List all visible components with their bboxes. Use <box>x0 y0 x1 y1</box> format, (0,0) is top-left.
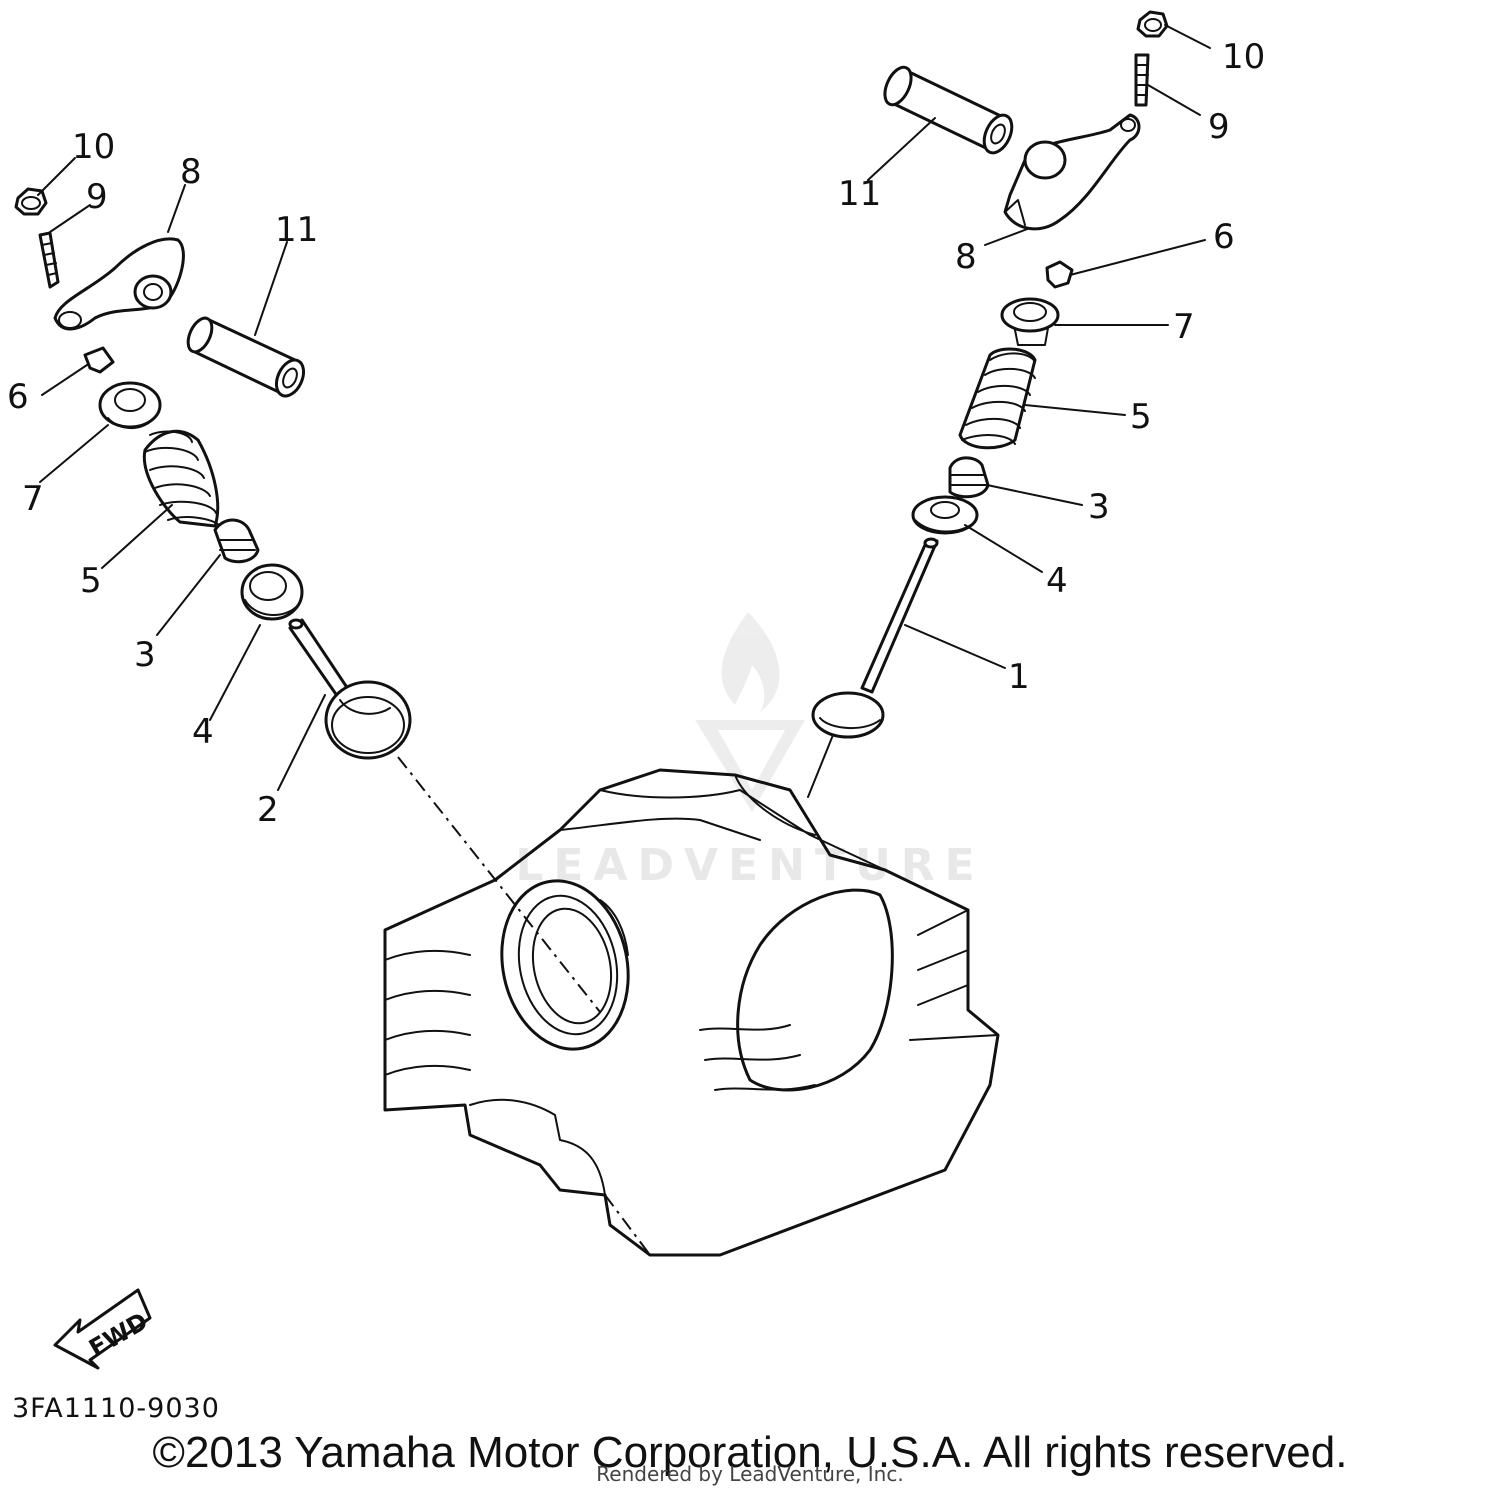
callout-left-9: 9 <box>86 177 108 217</box>
callout-numbers: 10 9 8 11 6 7 5 3 4 2 10 9 11 8 6 7 5 3 … <box>7 37 1265 830</box>
watermark-text: LEADVENTURE <box>515 840 984 891</box>
callout-right-3: 3 <box>1088 487 1110 527</box>
left-rocker-arm-8 <box>53 237 185 331</box>
leadventure-watermark: LEADVENTURE <box>515 612 984 891</box>
callout-right-10: 10 <box>1222 37 1265 77</box>
left-adjuster-9 <box>38 231 60 289</box>
callout-left-11: 11 <box>275 210 318 250</box>
drawing-code: 3FA1110-9030 <box>12 1393 220 1424</box>
left-shaft-11 <box>186 316 306 398</box>
callout-right-1: 1 <box>1008 657 1030 697</box>
cylinder-head <box>383 768 1000 1257</box>
right-valve-train <box>811 10 1211 739</box>
left-retainer-7 <box>98 381 162 429</box>
callout-right-5: 5 <box>1130 397 1152 437</box>
callout-right-6: 6 <box>1213 217 1235 257</box>
callout-right-7: 7 <box>1173 307 1195 347</box>
left-spring-5 <box>142 429 221 528</box>
callout-right-4: 4 <box>1046 561 1068 601</box>
callout-left-5: 5 <box>80 561 102 601</box>
left-valve-train <box>14 157 412 791</box>
right-adjuster-9 <box>1134 53 1150 107</box>
fwd-label: FWD <box>84 1307 152 1363</box>
callout-left-6: 6 <box>7 377 29 417</box>
callout-left-10: 10 <box>72 127 115 167</box>
right-retainer-7 <box>1000 297 1060 346</box>
callout-right-8: 8 <box>955 237 977 277</box>
left-valve-2 <box>288 618 412 760</box>
callout-left-2: 2 <box>257 790 279 830</box>
right-nut-10 <box>1136 10 1169 38</box>
assembly-lines <box>397 734 834 1013</box>
rendered-by-note: Rendered by LeadVenture, Inc. <box>596 1462 904 1486</box>
right-valve-1 <box>811 537 939 739</box>
right-cotter-6 <box>1045 260 1074 289</box>
right-spring-5 <box>958 347 1037 450</box>
left-valve-seal-3 <box>213 518 260 564</box>
left-spring-seat-4 <box>240 563 304 621</box>
copyright-notice: ©2013 Yamaha Motor Corporation, U.S.A. A… <box>152 1428 1348 1477</box>
right-shaft-11 <box>883 65 1014 155</box>
fwd-arrow-icon: FWD <box>53 1288 153 1370</box>
right-spring-seat-4 <box>911 495 979 535</box>
callout-left-7: 7 <box>22 479 44 519</box>
callout-right-9: 9 <box>1208 107 1230 147</box>
callout-left-3: 3 <box>134 635 156 675</box>
right-valve-seal-3 <box>948 456 990 499</box>
callout-left-4: 4 <box>192 712 214 752</box>
left-cotter-6 <box>83 346 115 374</box>
callout-left-8: 8 <box>180 152 202 192</box>
right-rocker-arm-8 <box>1003 113 1141 231</box>
callout-right-11: 11 <box>838 174 881 214</box>
